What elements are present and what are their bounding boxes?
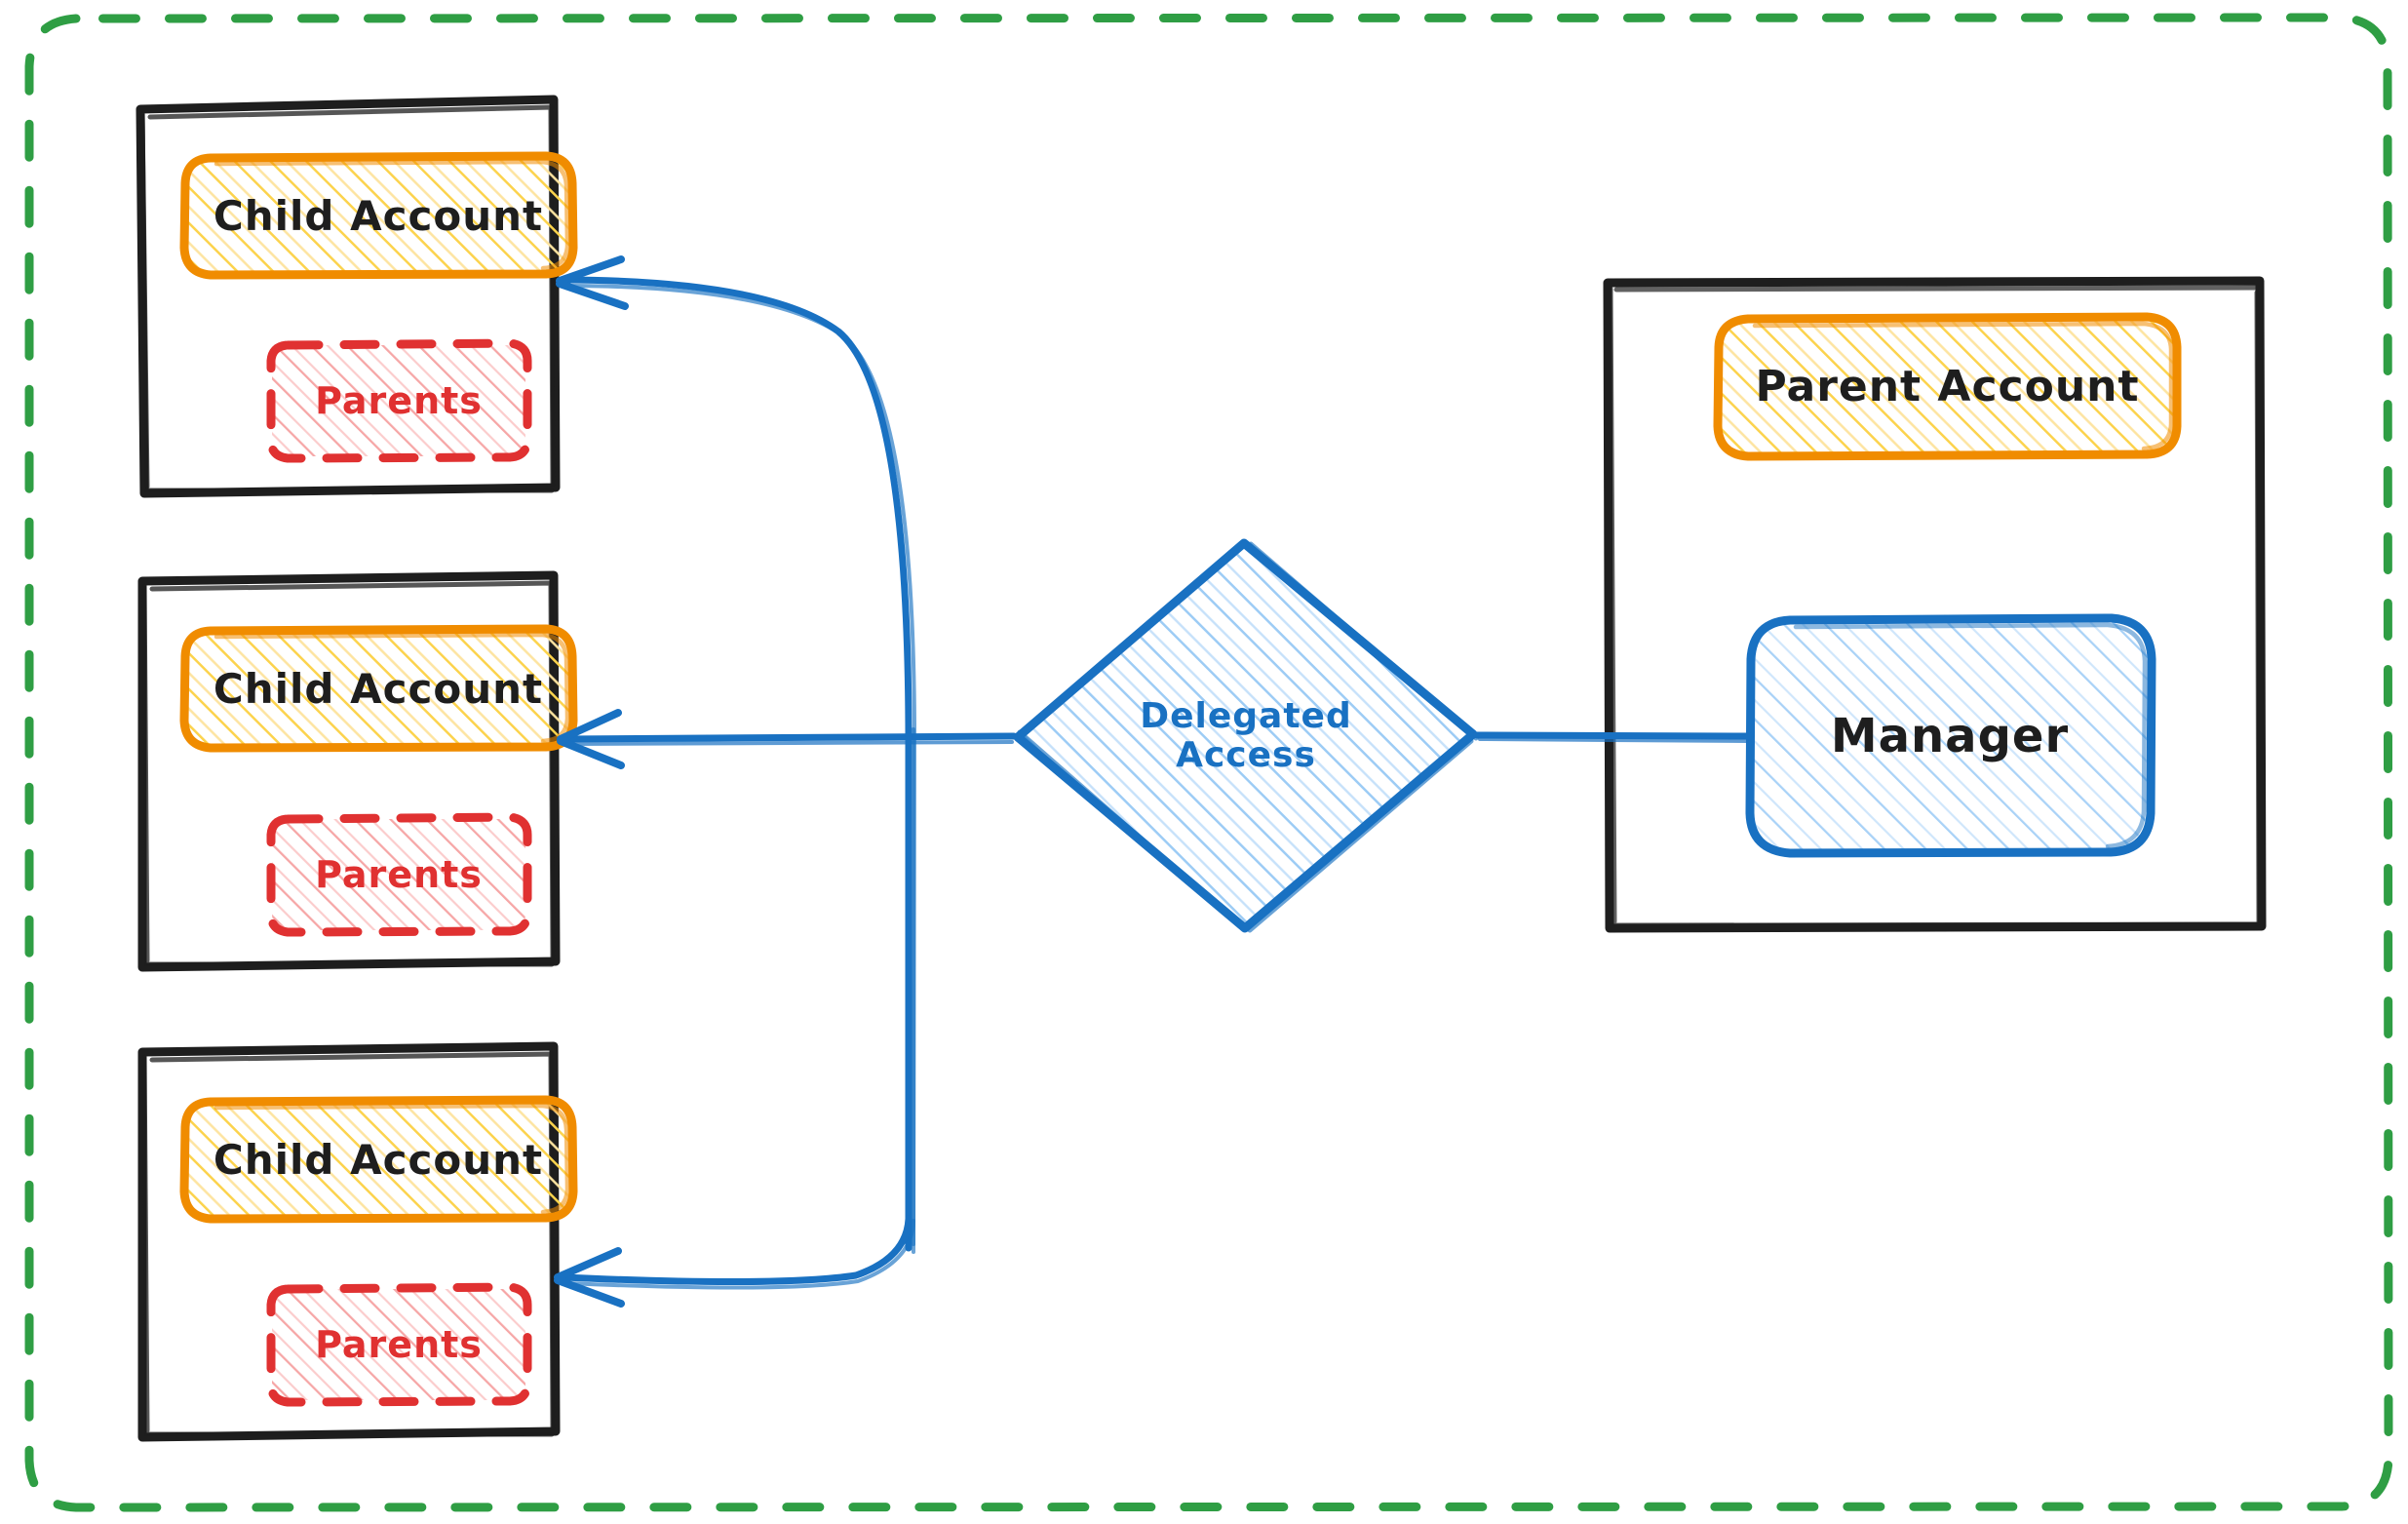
- child-account-box-3[interactable]: [179, 1095, 578, 1224]
- delegated-access-diamond[interactable]: [1013, 538, 1479, 933]
- parents-box-3[interactable]: [266, 1282, 532, 1407]
- delegated-access-to-child-2-arrow: [557, 709, 1018, 769]
- manager-box[interactable]: [1745, 613, 2156, 858]
- delegated-access-to-child-1-arrow: [556, 255, 917, 1246]
- child-account-box-1[interactable]: [179, 151, 578, 280]
- manager-to-delegated-access-line: [1473, 731, 1754, 743]
- parents-box-1[interactable]: [266, 338, 532, 463]
- delegated-access-to-child-3-arrow: [554, 1215, 915, 1308]
- child-account-box-2[interactable]: [179, 624, 578, 753]
- parents-box-2[interactable]: [266, 812, 532, 937]
- parent-account-box[interactable]: [1713, 312, 2182, 461]
- organization-boundary: [24, 13, 2393, 1512]
